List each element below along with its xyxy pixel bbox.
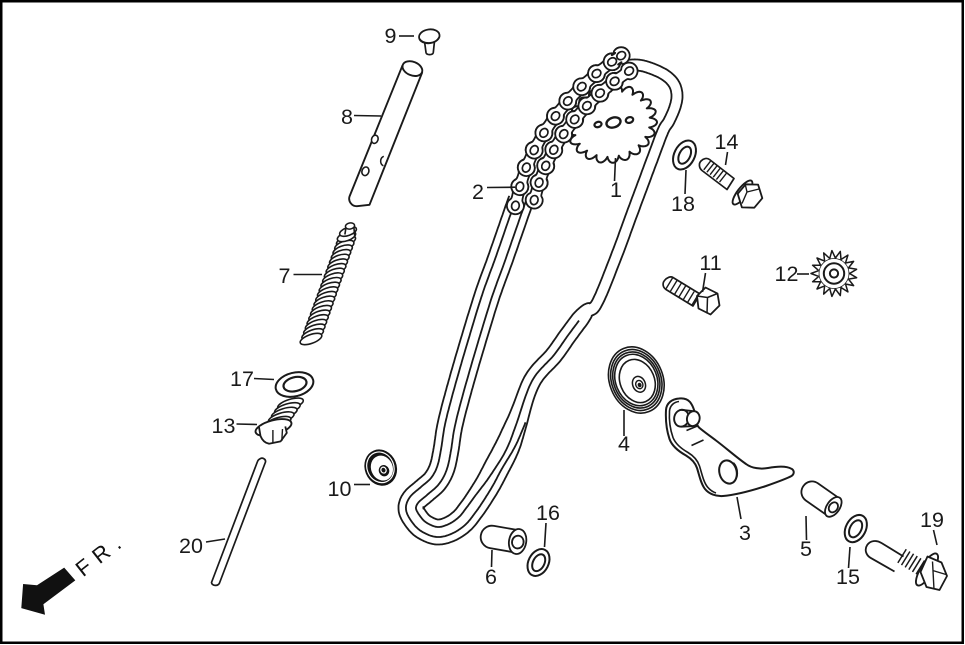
svg-text:19: 19 — [920, 508, 944, 532]
svg-text:12: 12 — [775, 262, 799, 286]
svg-text:20: 20 — [179, 534, 203, 558]
svg-text:8: 8 — [341, 105, 353, 129]
svg-text:18: 18 — [671, 192, 695, 216]
svg-text:16: 16 — [536, 501, 560, 525]
svg-text:4: 4 — [618, 432, 630, 456]
svg-text:5: 5 — [800, 537, 812, 561]
svg-text:1: 1 — [610, 178, 622, 202]
svg-text:15: 15 — [836, 565, 860, 589]
svg-text:3: 3 — [739, 521, 751, 545]
svg-text:10: 10 — [328, 477, 352, 501]
svg-text:11: 11 — [699, 251, 721, 275]
svg-text:6: 6 — [485, 565, 497, 589]
svg-text:14: 14 — [715, 130, 739, 154]
svg-text:9: 9 — [385, 24, 397, 48]
svg-text:2: 2 — [472, 180, 484, 204]
svg-text:7: 7 — [279, 264, 291, 288]
svg-text:17: 17 — [230, 367, 254, 391]
svg-text:13: 13 — [212, 414, 236, 438]
